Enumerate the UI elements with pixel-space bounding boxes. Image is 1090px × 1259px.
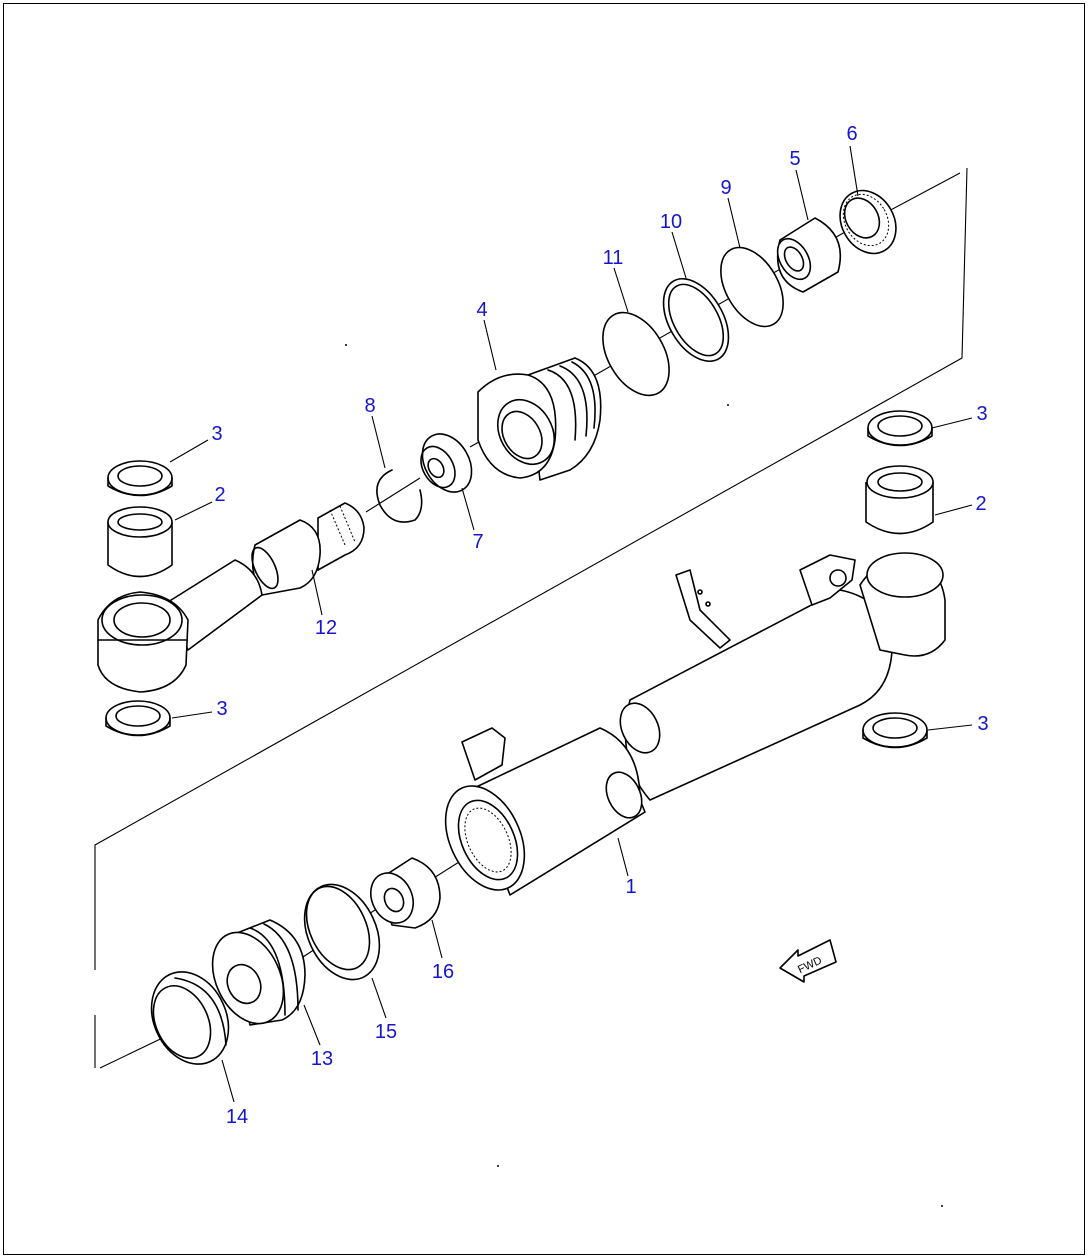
cylinder-tube-upper: [619, 552, 946, 801]
left-spacer-bottom: [105, 700, 171, 737]
dust-seal-part: [839, 189, 897, 255]
drawing-frame: [3, 3, 1085, 1255]
callout-5: 5: [789, 148, 800, 170]
callout-3-bottom-left: 3: [216, 698, 227, 720]
callout-8: 8: [364, 395, 375, 417]
bushing-part: [776, 217, 842, 293]
leader-lines: [169, 145, 973, 1103]
callout-16: 16: [432, 961, 454, 983]
callout-3-top-left: 3: [211, 423, 222, 445]
callout-2-right: 2: [975, 493, 986, 515]
scan-specks: [345, 344, 943, 1207]
part-number-callouts: 6 5 9 10 11 4 8 7 3 2 12 3 3 2 3 1 16 15…: [211, 123, 988, 1128]
left-bushing: [107, 506, 173, 578]
callout-2-left: 2: [214, 484, 225, 506]
forward-direction-arrow: FWD: [779, 939, 837, 983]
callout-3-bottom-right: 3: [977, 713, 988, 735]
wear-ring-part: [303, 883, 381, 981]
piston-seal-part: [150, 971, 230, 1065]
snap-ring-part: [376, 469, 423, 523]
o-ring-part: [662, 277, 730, 363]
lock-nut-part: [370, 857, 441, 929]
piston-part: [211, 919, 306, 1026]
callout-11: 11: [603, 247, 624, 269]
callout-7: 7: [472, 531, 483, 553]
nut-part: [420, 433, 473, 493]
callout-6: 6: [846, 123, 857, 145]
right-spacer-bottom: [862, 712, 928, 749]
callout-4: 4: [476, 299, 487, 321]
callout-3-top-right: 3: [976, 403, 987, 425]
section-boundary: [94, 167, 968, 1068]
callout-12: 12: [315, 617, 337, 639]
right-spacer-top: [867, 410, 933, 447]
left-spacer-top: [107, 460, 173, 497]
callout-10: 10: [660, 211, 682, 233]
callout-15: 15: [375, 1021, 397, 1043]
callout-13: 13: [311, 1048, 333, 1070]
backup-ring-part: [720, 246, 784, 328]
callout-1: 1: [625, 876, 636, 898]
right-bushing: [865, 465, 934, 535]
callout-9: 9: [720, 177, 731, 199]
cylinder-head-part: [477, 357, 602, 481]
seal-ring-part: [602, 311, 670, 397]
callout-14: 14: [226, 1106, 248, 1128]
cylinder-tube-lower: [444, 727, 646, 896]
piston-rod-part: [97, 502, 365, 693]
